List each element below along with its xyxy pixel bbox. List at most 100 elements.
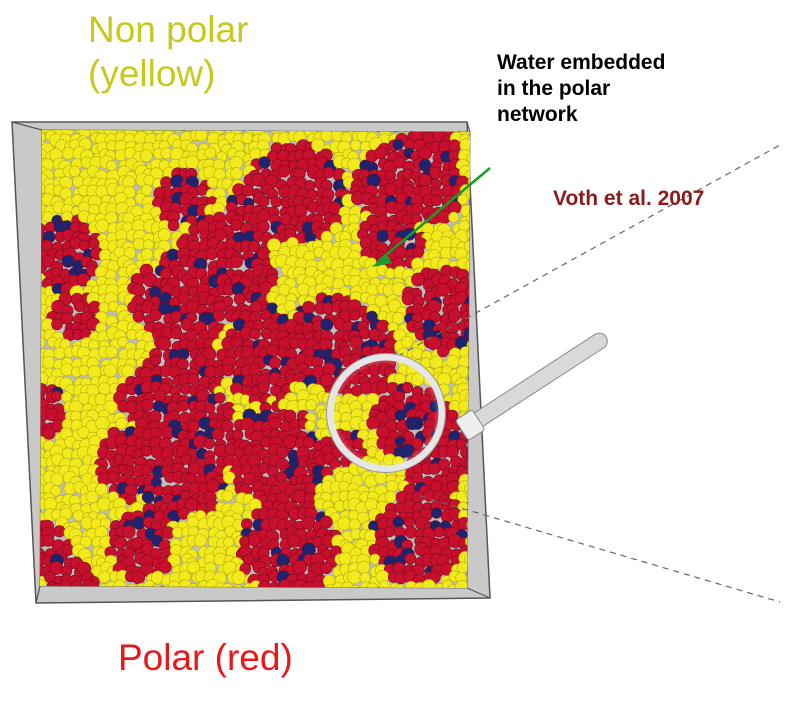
nonpolar-atom bbox=[391, 311, 405, 325]
polar-atom bbox=[320, 561, 333, 575]
nonpolar-atom bbox=[115, 417, 128, 430]
nonpolar-atom bbox=[103, 363, 118, 378]
nonpolar-atom bbox=[172, 526, 184, 539]
nonpolar-atom bbox=[117, 336, 129, 348]
polar-atom bbox=[177, 399, 189, 412]
nonpolar-atom bbox=[296, 282, 311, 296]
polar-atom bbox=[213, 309, 226, 322]
nonpolar-atom bbox=[241, 132, 254, 144]
nonpolar-atom bbox=[468, 206, 470, 218]
polar-atom bbox=[257, 195, 270, 208]
polar-atom bbox=[403, 516, 415, 528]
polar-atom bbox=[196, 184, 208, 196]
water-annotation: Water embedded in the polar network bbox=[497, 50, 757, 128]
nonpolar-atom bbox=[466, 338, 470, 353]
polar-atom bbox=[428, 462, 441, 475]
nonpolar-atom bbox=[85, 490, 99, 504]
nonpolar-atom bbox=[60, 363, 74, 377]
polar-atom bbox=[411, 471, 423, 484]
polar-atom bbox=[113, 536, 128, 550]
nonpolar-atom bbox=[429, 355, 444, 370]
polar-atom bbox=[203, 402, 216, 414]
water-molecule bbox=[177, 347, 190, 360]
nonpolar-label-line1: Non polar bbox=[88, 9, 249, 50]
nonpolar-atom bbox=[401, 336, 414, 349]
polar-atom bbox=[411, 272, 425, 287]
water-molecule bbox=[392, 139, 404, 151]
polar-atom bbox=[106, 471, 120, 485]
polar-atom bbox=[248, 240, 261, 253]
nonpolar-atom bbox=[466, 187, 470, 201]
polar-atom bbox=[437, 345, 450, 358]
nonpolar-atom bbox=[95, 219, 110, 233]
nonpolar-atom bbox=[464, 258, 470, 272]
polar-atom bbox=[292, 560, 307, 575]
nonpolar-atom bbox=[467, 175, 470, 188]
citation-label: Voth et al. 2007 bbox=[553, 187, 705, 210]
nonpolar-atom bbox=[467, 347, 470, 361]
polar-atom bbox=[213, 228, 227, 242]
nonpolar-atom bbox=[466, 152, 470, 164]
polar-atom bbox=[404, 525, 418, 539]
water-molecule bbox=[141, 490, 155, 504]
nonpolar-atom bbox=[357, 560, 371, 574]
nonpolar-atom bbox=[383, 130, 397, 133]
nonpolar-atom bbox=[469, 115, 481, 127]
nonpolar-atom bbox=[98, 570, 111, 584]
polar-atom bbox=[60, 311, 74, 325]
polar-atom bbox=[211, 427, 225, 441]
nonpolar-atom bbox=[337, 516, 352, 531]
nonpolar-atom bbox=[464, 240, 470, 253]
polar-atom bbox=[51, 390, 63, 402]
nonpolar-atom bbox=[266, 238, 281, 253]
nonpolar-atom bbox=[458, 220, 470, 232]
nonpolar-atom bbox=[185, 155, 200, 170]
nonpolar-atom bbox=[40, 336, 46, 350]
polar-atom bbox=[349, 309, 361, 321]
polar-atom bbox=[205, 247, 218, 260]
nonpolar-atom bbox=[305, 399, 317, 411]
nonpolar-atom bbox=[68, 165, 81, 178]
nonpolar-atom bbox=[466, 228, 470, 240]
polar-atom bbox=[257, 381, 270, 394]
nonpolar-atom bbox=[386, 480, 399, 493]
polar-atom bbox=[158, 560, 172, 574]
water-molecule bbox=[258, 156, 271, 169]
nonpolar-atom bbox=[304, 420, 316, 432]
polar-atom bbox=[233, 293, 246, 305]
nonpolar-atom bbox=[206, 176, 219, 189]
polar-atom bbox=[270, 196, 282, 208]
polar-atom bbox=[277, 165, 291, 178]
polar-atom bbox=[404, 552, 417, 565]
nonpolar-atom bbox=[98, 302, 110, 314]
polar-atom bbox=[394, 246, 408, 260]
nonpolar-atom bbox=[338, 551, 353, 566]
polar-atom bbox=[141, 445, 153, 457]
polar-atom bbox=[73, 300, 86, 312]
nonpolar-atom bbox=[139, 149, 153, 163]
polar-label: Polar (red) bbox=[118, 637, 293, 678]
polar-atom bbox=[140, 398, 154, 412]
polar-atom bbox=[51, 318, 63, 331]
water-annotation-line3: network bbox=[497, 103, 578, 126]
nonpolar-atom bbox=[321, 112, 331, 122]
water-molecule bbox=[376, 229, 390, 243]
nonpolar-atom bbox=[193, 534, 207, 548]
nonpolar-atom bbox=[221, 489, 234, 502]
nonpolar-atom bbox=[194, 130, 208, 142]
polar-atom bbox=[268, 416, 282, 430]
water-molecule bbox=[463, 326, 470, 341]
nonpolar-atom bbox=[172, 130, 185, 133]
polar-atom bbox=[132, 310, 145, 323]
nonpolar-atom bbox=[469, 141, 470, 155]
polar-atom bbox=[214, 392, 226, 404]
polar-atom bbox=[447, 308, 461, 322]
nonpolar-atom bbox=[448, 211, 460, 223]
polar-atom bbox=[187, 373, 200, 385]
nonpolar-atom bbox=[261, 130, 273, 133]
nonpolar-atom bbox=[140, 184, 153, 196]
polar-atom bbox=[468, 277, 470, 292]
polar-atom bbox=[430, 194, 443, 207]
polar-atom bbox=[205, 479, 220, 494]
